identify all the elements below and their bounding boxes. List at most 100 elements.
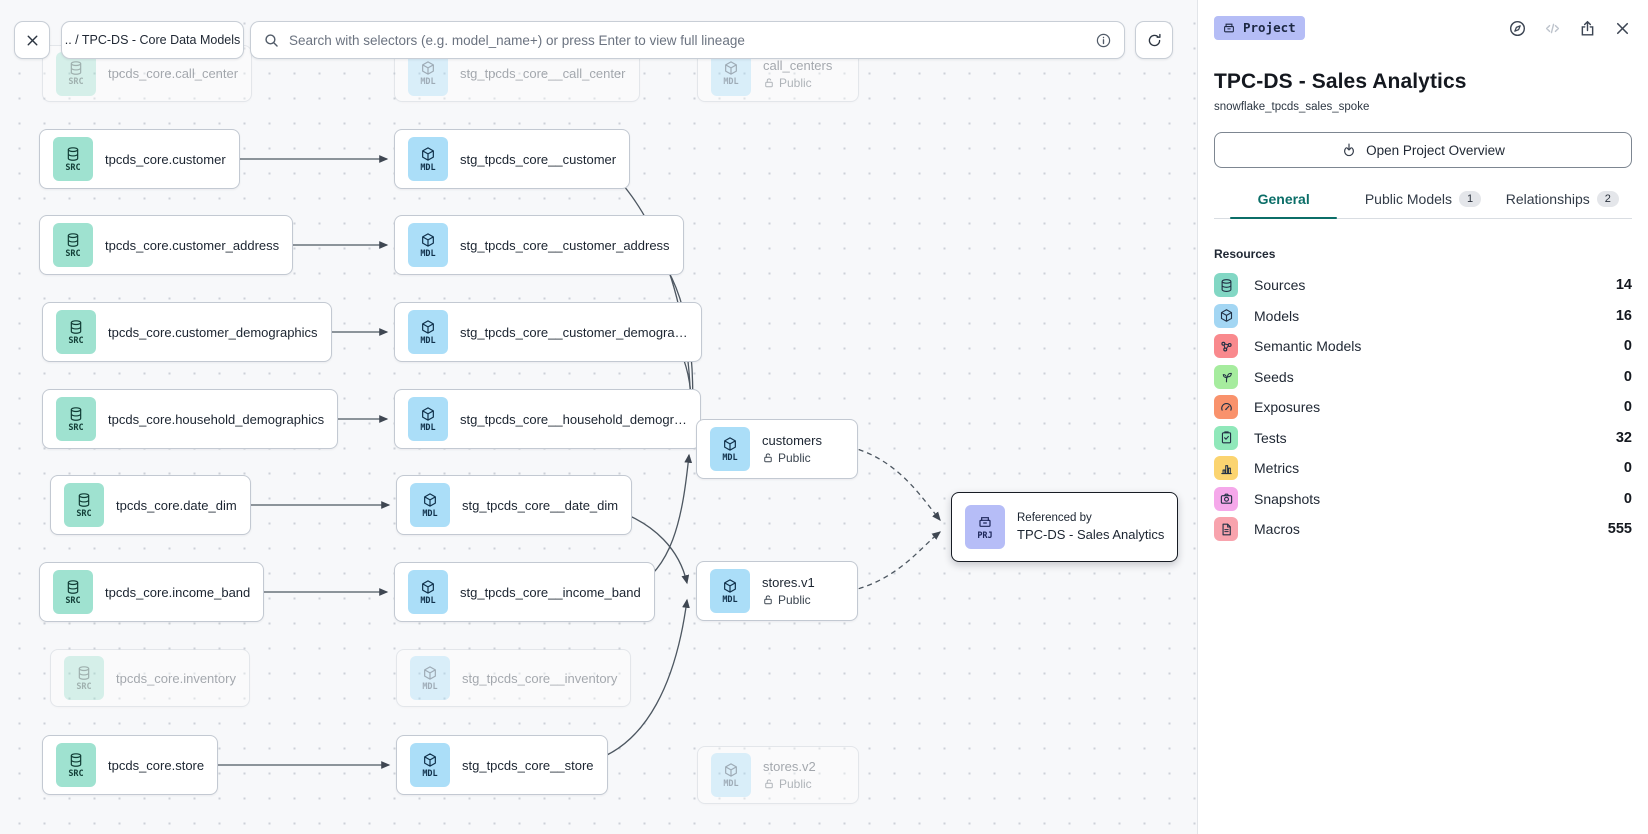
source-type-badge: SRC <box>64 656 104 700</box>
node-model-customers[interactable]: MDL customers Public <box>696 419 858 479</box>
node-source-customer-address[interactable]: SRC tpcds_core.customer_address <box>39 215 294 275</box>
breadcrumb[interactable]: .. / TPC-DS - Core Data Models <box>61 21 244 59</box>
node-label: stg_tpcds_core__customer <box>460 151 617 167</box>
resource-count: 32 <box>1615 429 1632 446</box>
node-label: tpcds_core.call_center <box>108 66 239 81</box>
resource-count: 0 <box>1623 338 1632 355</box>
refresh-lineage-button[interactable] <box>1135 21 1173 59</box>
node-model-stg-customer-demographics[interactable]: MDL stg_tpcds_core__customer_demogra… <box>394 302 702 362</box>
node-model-stg-customer[interactable]: MDL stg_tpcds_core__customer <box>394 129 631 189</box>
clipboard-check-icon <box>1214 425 1238 450</box>
public-access-label: Public <box>763 777 816 791</box>
node-label: stg_tpcds_core__date_dim <box>462 497 619 513</box>
node-label: tpcds_core.date_dim <box>116 497 237 513</box>
model-type-badge: MDL <box>408 310 448 354</box>
document-icon <box>1214 517 1238 542</box>
tab-count-badge: 2 <box>1596 191 1619 207</box>
resource-count: 0 <box>1623 460 1632 477</box>
resource-count: 0 <box>1623 399 1632 416</box>
node-label: tpcds_core.customer <box>105 151 226 167</box>
cube-icon <box>422 146 434 161</box>
node-label: tpcds_core.inventory <box>116 670 236 686</box>
node-model-stg-customer-address[interactable]: MDL stg_tpcds_core__customer_address <box>394 215 684 275</box>
cube-icon <box>724 578 736 593</box>
cube-icon <box>725 61 737 75</box>
resource-row-tests: Tests 32 <box>1214 423 1632 454</box>
tab-general[interactable]: General <box>1214 191 1353 219</box>
node-label: stg_tpcds_core__store <box>462 757 594 773</box>
database-icon <box>78 665 90 680</box>
node-label: stg_tpcds_core__income_band <box>460 584 641 600</box>
node-label: tpcds_core.household_demographics <box>108 411 325 427</box>
panel-subtitle: snowflake_tpcds_sales_spoke <box>1214 101 1370 113</box>
database-icon <box>67 146 79 161</box>
node-model-stores-v2[interactable]: MDL stores.v2 Public <box>697 746 859 804</box>
node-label: stg_tpcds_core__inventory <box>462 670 618 686</box>
resource-row-metrics: Metrics 0 <box>1214 453 1632 484</box>
source-type-badge: SRC <box>56 743 96 787</box>
gauge-icon <box>1214 395 1238 420</box>
resource-count: 555 <box>1607 521 1632 538</box>
node-source-date-dim[interactable]: SRC tpcds_core.date_dim <box>50 475 251 535</box>
database-icon <box>70 752 82 767</box>
node-model-call-centers[interactable]: MDL call_centers Public <box>697 45 859 102</box>
node-label: stg_tpcds_core__customer_demogra… <box>460 324 688 340</box>
node-model-stg-income-band[interactable]: MDL stg_tpcds_core__income_band <box>394 562 655 622</box>
node-label: tpcds_core.income_band <box>105 584 251 600</box>
lineage-canvas[interactable]: SRC tpcds_core.call_center MDL stg_tpcds… <box>0 0 1197 834</box>
node-source-store[interactable]: SRC tpcds_core.store <box>42 735 219 795</box>
node-label: stg_tpcds_core__household_demogr… <box>460 411 687 427</box>
node-model-stg-household-demographics[interactable]: MDL stg_tpcds_core__household_demogr… <box>394 389 701 449</box>
node-source-customer[interactable]: SRC tpcds_core.customer <box>39 129 240 189</box>
refresh-icon <box>1148 33 1161 46</box>
resources-heading: Resources <box>1214 247 1276 261</box>
lineage-search-bar[interactable] <box>250 21 1125 59</box>
node-model-stores-v1[interactable]: MDL stores.v1 Public <box>696 561 858 621</box>
public-access-label: Public <box>762 451 822 465</box>
node-model-stg-inventory[interactable]: MDL stg_tpcds_core__inventory <box>396 649 632 707</box>
source-type-badge: SRC <box>64 483 104 527</box>
cube-icon <box>724 436 736 451</box>
compass-icon[interactable] <box>1508 19 1527 38</box>
bar-chart-icon <box>1214 456 1238 481</box>
node-source-customer-demographics[interactable]: SRC tpcds_core.customer_demographics <box>42 302 332 362</box>
source-type-badge: SRC <box>56 397 96 441</box>
node-source-income-band[interactable]: SRC tpcds_core.income_band <box>39 562 265 622</box>
model-type-badge: MDL <box>410 743 450 787</box>
cube-icon <box>424 665 436 680</box>
cube-icon <box>422 61 434 75</box>
source-type-badge: SRC <box>53 137 93 181</box>
model-type-badge: MDL <box>710 427 750 471</box>
close-icon <box>27 35 37 45</box>
cube-icon <box>1214 303 1238 328</box>
node-source-inventory[interactable]: SRC tpcds_core.inventory <box>50 649 250 707</box>
resources-list: Sources 14 Models 16 Semantic Models 0 S… <box>1214 270 1632 545</box>
model-type-badge: MDL <box>711 753 751 797</box>
resource-row-snapshots: Snapshots 0 <box>1214 484 1632 515</box>
source-type-badge: SRC <box>53 570 93 614</box>
node-project-tpcds-sales-analytics[interactable]: PRJ Referenced by TPC-DS - Sales Analyti… <box>951 492 1179 562</box>
close-lineage-button[interactable] <box>14 21 50 59</box>
node-model-stg-store[interactable]: MDL stg_tpcds_core__store <box>396 735 608 795</box>
node-model-stg-date-dim[interactable]: MDL stg_tpcds_core__date_dim <box>396 475 633 535</box>
close-panel-icon[interactable] <box>1613 19 1632 38</box>
model-type-badge: MDL <box>410 656 450 700</box>
open-project-overview-button[interactable]: Open Project Overview <box>1214 132 1632 168</box>
share-icon[interactable] <box>1578 19 1597 38</box>
database-icon <box>67 232 79 247</box>
resource-row-seeds: Seeds 0 <box>1214 362 1632 393</box>
code-icon[interactable] <box>1543 19 1562 38</box>
project-type-badge: PRJ <box>965 505 1005 549</box>
model-type-badge: MDL <box>408 397 448 441</box>
resource-row-models: Models 16 <box>1214 301 1632 332</box>
search-input[interactable] <box>289 32 1086 48</box>
project-archive-icon <box>979 516 991 527</box>
resource-count: 0 <box>1623 490 1632 507</box>
database-icon <box>70 61 82 75</box>
node-source-household-demographics[interactable]: SRC tpcds_core.household_demographics <box>42 389 339 449</box>
resource-count: 0 <box>1623 368 1632 385</box>
node-label: tpcds_core.store <box>108 757 205 773</box>
info-icon[interactable] <box>1095 32 1112 49</box>
